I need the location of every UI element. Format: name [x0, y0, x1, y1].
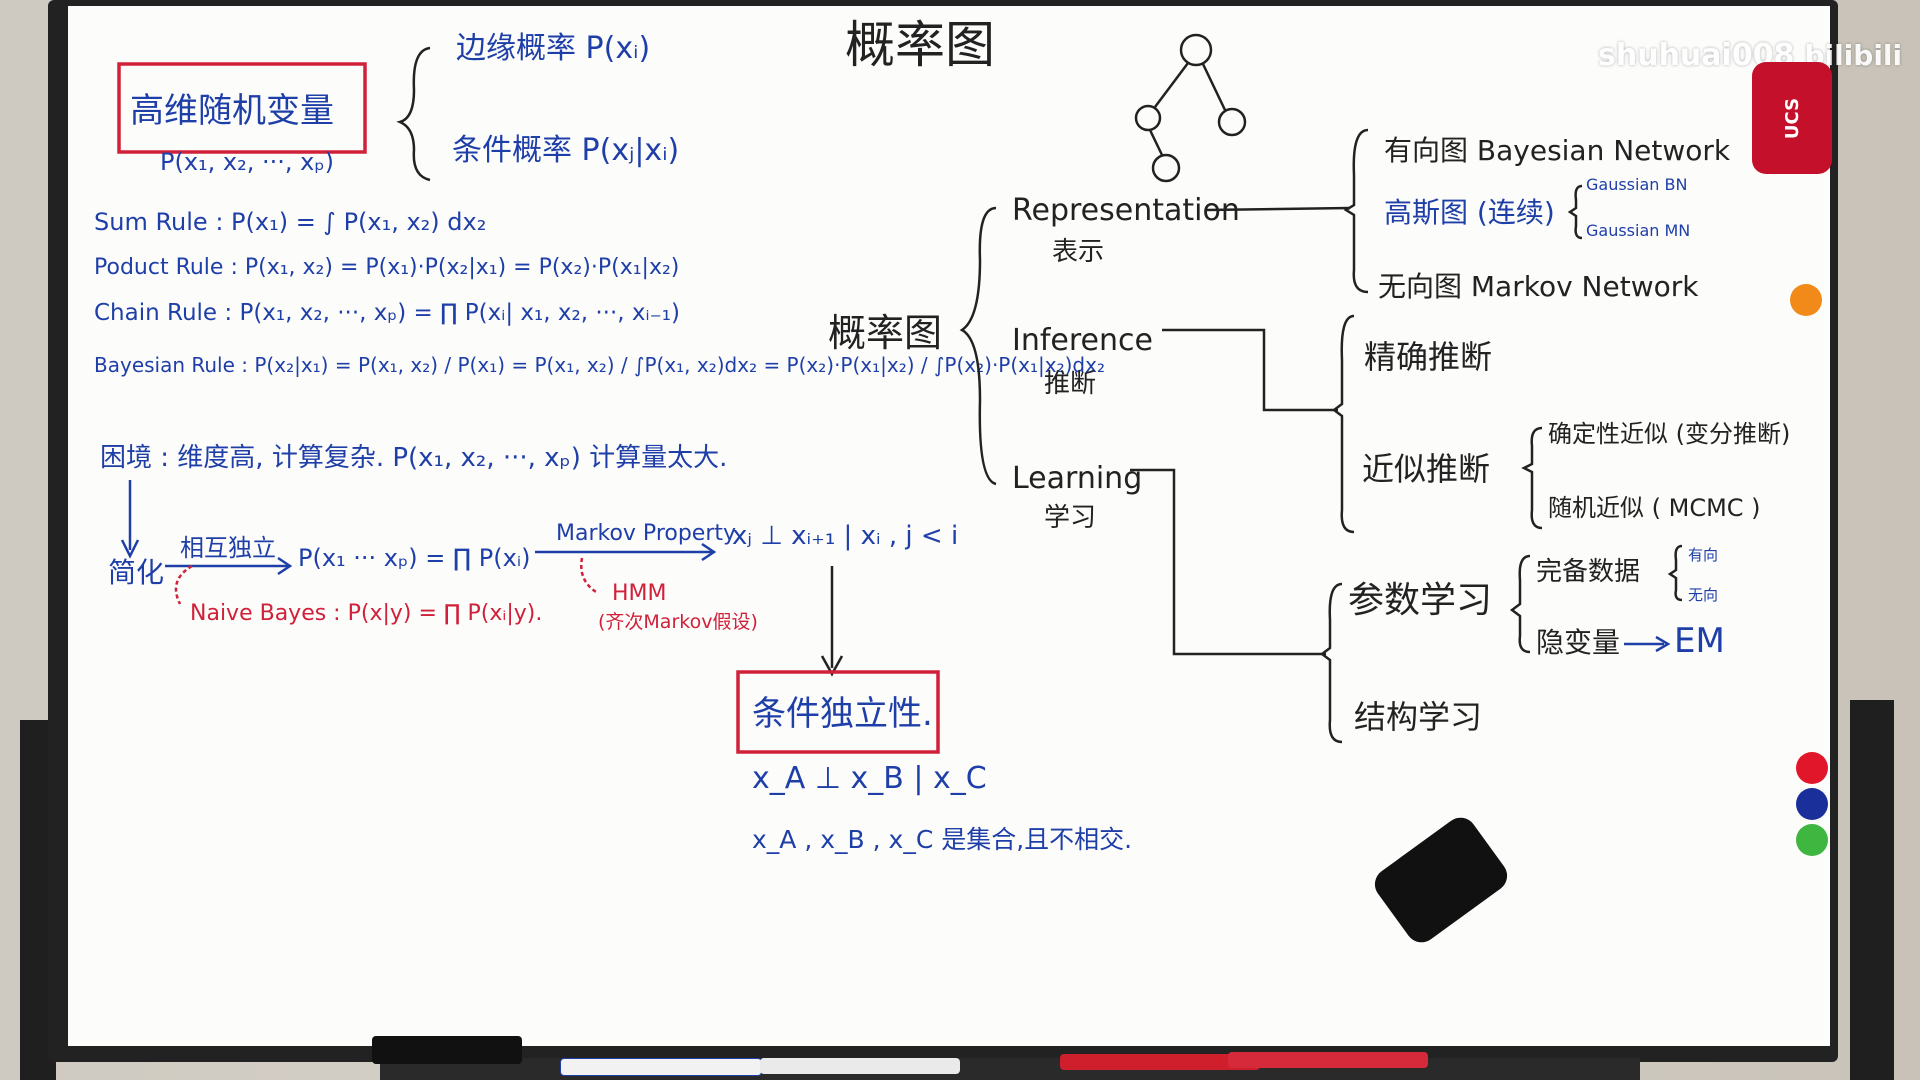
right-stand — [1850, 700, 1894, 1080]
learn-struct: 结构学习 — [1354, 698, 1482, 736]
simplify-text: 简化 — [108, 556, 164, 589]
sum-rule: Sum Rule : P(x₁) = ∫ P(x₁, x₂) dx₂ — [94, 208, 486, 236]
markov-property-label: Markov Property — [556, 521, 736, 546]
marker-red-2 — [1228, 1052, 1428, 1068]
hmm-text: HMM — [612, 581, 667, 606]
main-brace — [959, 206, 997, 486]
learn-param: 参数学习 — [1348, 580, 1492, 621]
title: 概率图 — [845, 16, 995, 74]
inf-deterministic: 确定性近似 (变分推断) — [1548, 420, 1790, 448]
inf-random: 随机近似 ( MCMC ) — [1548, 494, 1761, 522]
blue-magnet — [1796, 788, 1828, 820]
rep-gaussian-mn: Gaussian MN — [1586, 221, 1690, 240]
hmm-note: (齐次Markov假设) — [598, 611, 758, 633]
box-high-dim-sub: P(x₁, x₂, ···, xₚ) — [160, 148, 334, 176]
orange-magnet — [1790, 284, 1822, 316]
directed-graph-icon — [1134, 33, 1247, 183]
naive-bayes-text: Naive Bayes : P(x|y) = ∏ P(xᵢ|y). — [190, 601, 542, 626]
cond-formula: x_A ⊥ x_B | x_C — [752, 761, 987, 796]
box-high-dim — [117, 62, 367, 154]
inf-exact: 精确推断 — [1364, 338, 1492, 376]
learn-undirected-small: 无向 — [1688, 586, 1718, 604]
learn-em: EM — [1674, 621, 1725, 661]
box-conditional-independence-text: 条件独立性. — [752, 694, 933, 734]
marker-red-1 — [1060, 1054, 1260, 1070]
learn-hidden: 隐变量 — [1536, 626, 1620, 659]
red-eraser: UCS — [1752, 62, 1832, 174]
product-rule: Poduct Rule : P(x₁, x₂) = P(x₁)·P(x₂|x₁)… — [94, 255, 679, 280]
rep-undirected: 无向图 Markov Network — [1378, 270, 1699, 303]
tree-representation-en: Representation — [1012, 193, 1240, 228]
rep-directed: 有向图 Bayesian Network — [1384, 134, 1731, 167]
brace-1 — [396, 46, 431, 182]
tree-connectors — [1130, 128, 1683, 744]
learn-directed-small: 有向 — [1688, 546, 1718, 564]
marginal-text: 边缘概率 P(xᵢ) — [456, 31, 650, 66]
red-magnet — [1796, 752, 1828, 784]
dilemma-text: 困境 : 维度高, 计算复杂. P(x₁, x₂, ···, xₚ) 计算量太大… — [100, 443, 727, 473]
tree-representation-zh: 表示 — [1052, 237, 1104, 267]
box-conditional-independence — [736, 670, 940, 754]
rep-gaussian-bn: Gaussian BN — [1586, 175, 1687, 194]
marker-white — [760, 1058, 960, 1074]
marker-blue — [560, 1058, 762, 1076]
independence-formula: P(x₁ ··· xₚ) = ∏ P(xᵢ) — [298, 544, 531, 572]
tree-inference-en: Inference — [1012, 323, 1153, 358]
markov-formula: xⱼ ⊥ xᵢ₊₁ | xᵢ , j < i — [732, 521, 958, 551]
tree-inference-zh: 推断 — [1044, 369, 1096, 399]
green-magnet — [1796, 824, 1828, 856]
rep-gaussian: 高斯图 (连续) — [1384, 196, 1555, 229]
chain-rule: Chain Rule : P(x₁, x₂, ···, xₚ) = ∏ P(xᵢ… — [94, 300, 680, 326]
tree-learning-en: Learning — [1012, 461, 1142, 496]
cond-note: x_A , x_B , x_C 是集合,且不相交. — [752, 825, 1132, 854]
learn-complete: 完备数据 — [1536, 557, 1640, 587]
independent-label: 相互独立 — [180, 534, 276, 562]
box-high-dim-text: 高维随机变量 — [130, 91, 334, 131]
conditional-text: 条件概率 P(xⱼ|xᵢ) — [452, 133, 679, 168]
marker-black — [372, 1036, 522, 1064]
inf-approx: 近似推断 — [1362, 450, 1490, 488]
pgm-root-label: 概率图 — [828, 311, 942, 355]
bayesian-rule: Bayesian Rule : P(x₂|x₁) = P(x₁, x₂) / P… — [94, 353, 1105, 377]
tree-learning-zh: 学习 — [1044, 503, 1096, 533]
